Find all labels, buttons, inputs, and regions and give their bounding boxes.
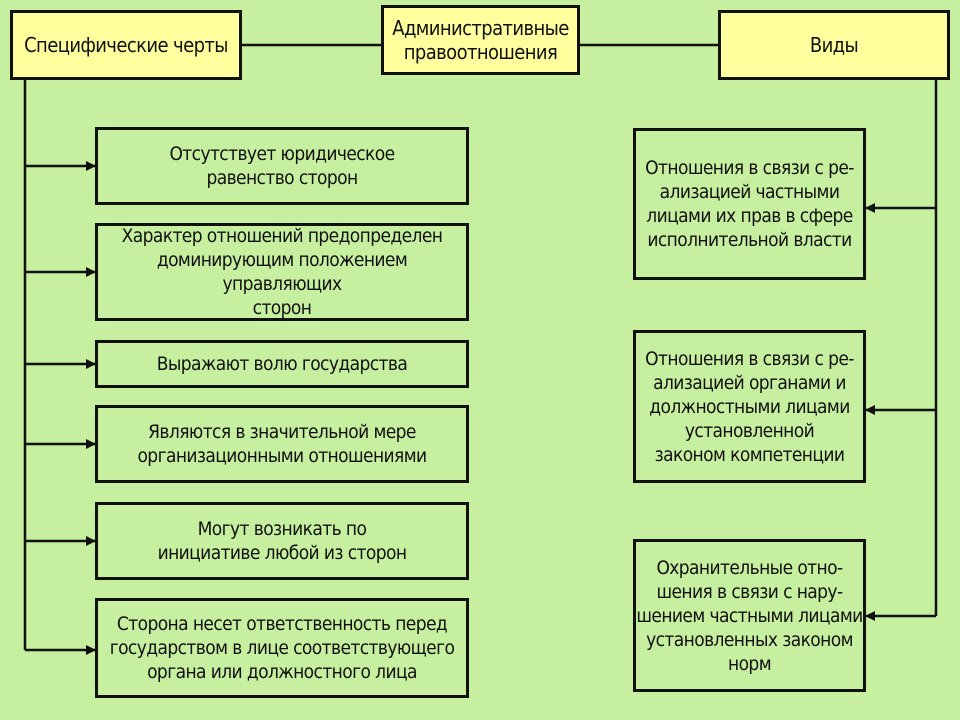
type-box-3: Охранительные отно- шения в связи с нару… xyxy=(633,539,866,692)
feature-box-1: Отсутствует юридическое равенство сторон xyxy=(95,127,469,205)
type-box-1: Отношения в связи с ре- ализацией частны… xyxy=(633,128,866,280)
feature-box-3: Выражают волю государства xyxy=(95,340,469,388)
feature-box-6: Сторона несет ответственность перед госу… xyxy=(95,598,469,698)
center-header-box: Административные правоотношения xyxy=(381,5,580,75)
left-header-box: Специфические черты xyxy=(10,10,242,80)
feature-box-5: Могут возникать по инициативе любой из с… xyxy=(95,502,469,580)
type-box-2: Отношения в связи с ре- ализацией органа… xyxy=(633,330,866,483)
feature-box-4: Являются в значительной мере организацио… xyxy=(95,405,469,483)
feature-box-2: Характер отношений предопределен доминир… xyxy=(95,223,469,321)
right-header-box: Виды xyxy=(718,10,950,80)
